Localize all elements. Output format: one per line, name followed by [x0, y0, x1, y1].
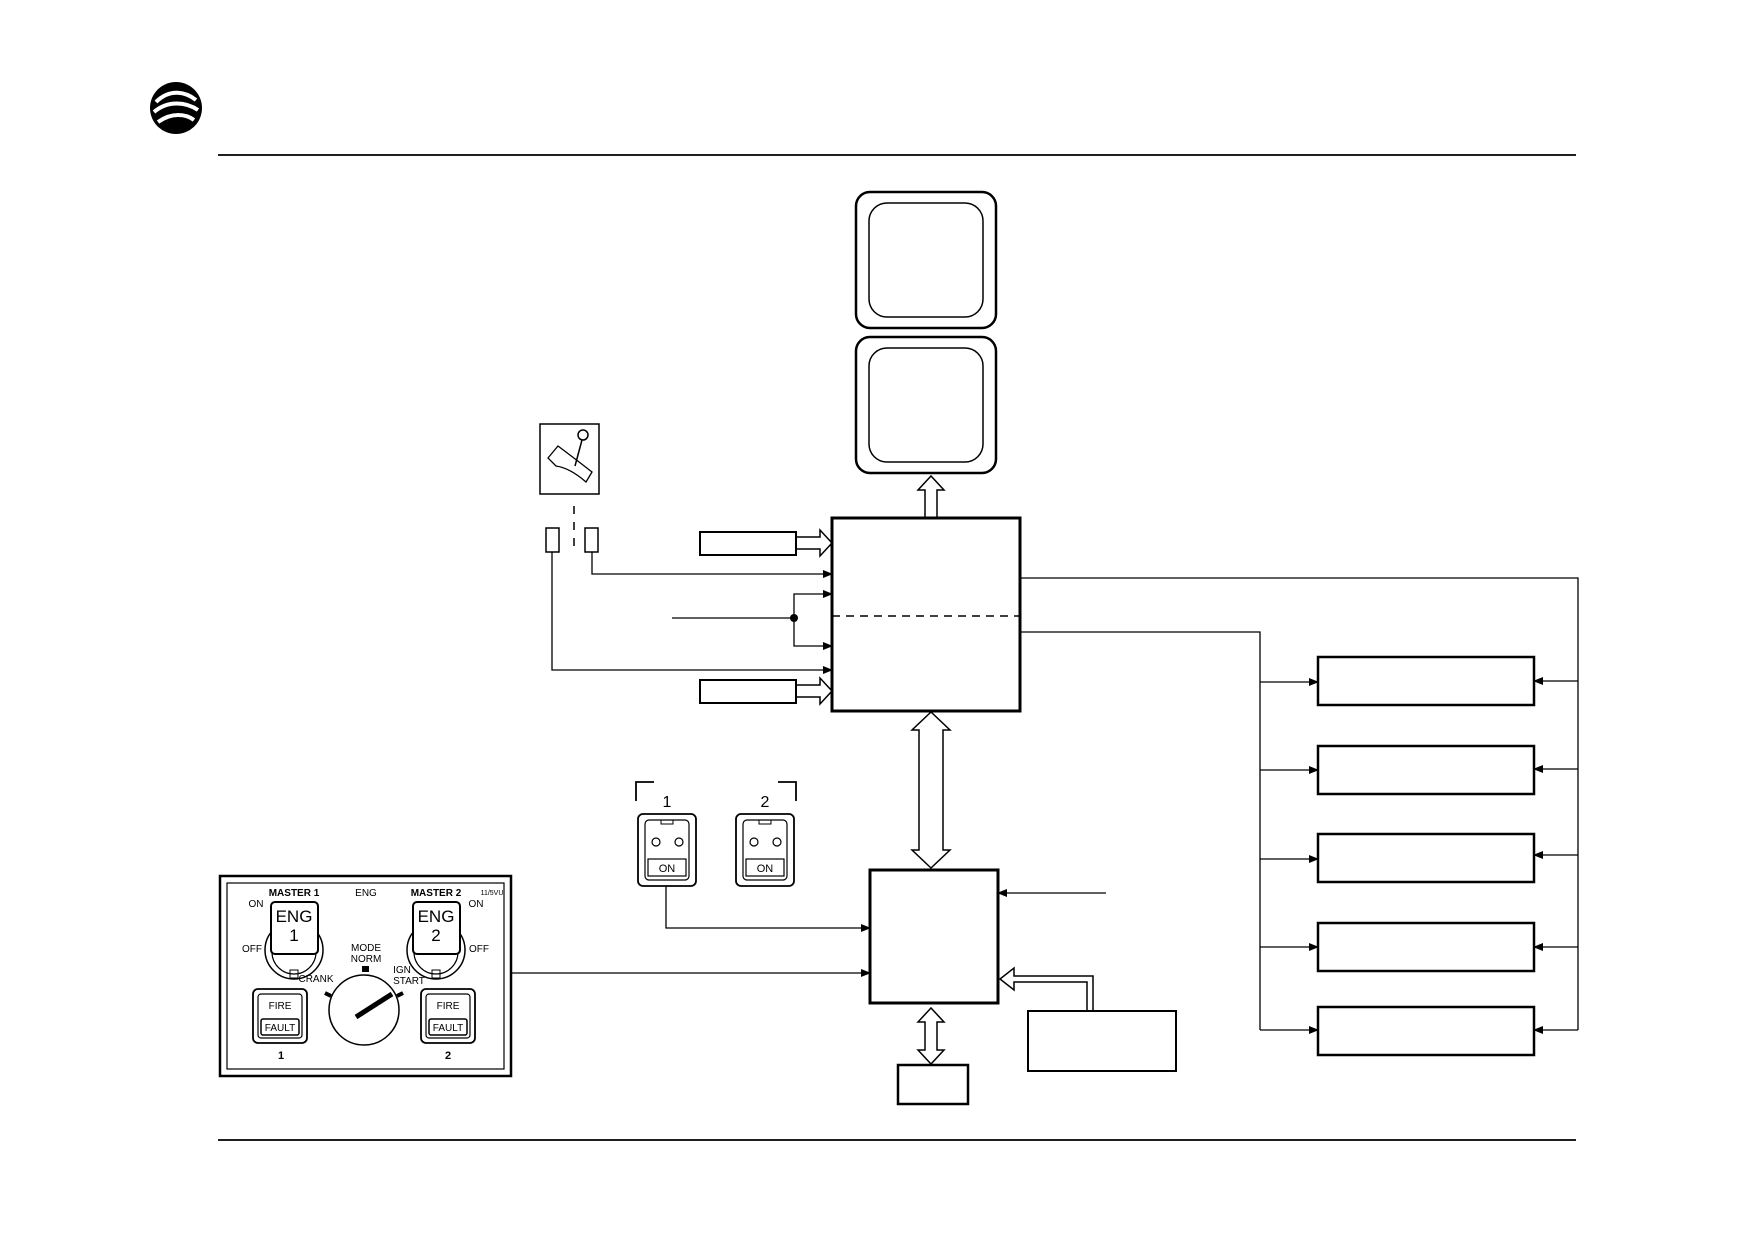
fire-fault-button-1[interactable]: FIRE FAULT [252, 988, 308, 1044]
upper-input-box [699, 531, 797, 556]
lower-display-unit [854, 335, 998, 475]
output-box-1 [1260, 655, 1578, 707]
upper-input-arrow [796, 528, 834, 558]
master-2-label: MASTER 2 [411, 888, 462, 899]
split-lower-branch [793, 618, 833, 650]
pushbutton-2-number: 2 [761, 794, 770, 811]
master-switch-2-number: 2 [431, 926, 440, 945]
output-box-5 [1260, 1005, 1578, 1057]
master-1-label: MASTER 1 [269, 888, 320, 899]
output-bus-lower [1020, 631, 1261, 1030]
right-sensor-wire [591, 552, 833, 578]
fire-1-number: 1 [278, 1050, 284, 1062]
split-upper-branch [793, 590, 833, 618]
panel-eng-title: ENG [355, 888, 377, 899]
lower-input-arrow [796, 676, 834, 706]
upper-display-unit [854, 190, 998, 330]
pushbutton-wire [665, 886, 871, 932]
small-output-box [896, 1063, 970, 1106]
master-switch-1-eng-label: ENG [276, 907, 313, 926]
company-logo [150, 82, 202, 134]
master-1-off-label: OFF [242, 944, 262, 955]
bottom-input-box [1027, 1010, 1177, 1072]
norm-label: NORM [351, 954, 382, 965]
panel-id-label: 11/5VU [481, 890, 504, 897]
lower-input-box [699, 679, 797, 704]
computer-controller-link [910, 710, 952, 870]
master-switch-2[interactable]: ENG 2 [406, 901, 466, 980]
pushbutton-1[interactable]: ON [637, 813, 697, 887]
left-sensor-wire [551, 552, 833, 674]
mode-start-tick [396, 991, 404, 998]
crank-label: CRANK [298, 974, 333, 985]
fire-2-label: FIRE [437, 1001, 460, 1012]
fire-1-label: FIRE [269, 1001, 292, 1012]
lever-sensor-right [584, 527, 599, 553]
central-computer-block [830, 516, 1022, 713]
pushbutton-2-on-label: ON [757, 863, 774, 875]
master-2-on-label: ON [469, 899, 484, 910]
start-label: START [393, 976, 425, 987]
ign-label: IGN [393, 965, 411, 976]
master-switch-1-number: 1 [289, 926, 298, 945]
lever-sensor-left [545, 527, 560, 553]
mode-crank-tick [324, 991, 332, 998]
pushbutton-1-on-label: ON [659, 863, 676, 875]
fire-2-number: 2 [445, 1050, 451, 1062]
master-switch-1[interactable]: ENG 1 [264, 901, 324, 980]
display-output-arrow [916, 474, 946, 518]
output-box-4 [1260, 921, 1578, 973]
master-1-on-label: ON [249, 899, 264, 910]
engine-control-panel: MASTER 1 ENG MASTER 2 11/5VU ENG 1 ON OF… [218, 874, 513, 1078]
master-2-off-label: OFF [469, 944, 489, 955]
output-box-2 [1260, 744, 1578, 796]
pushbutton-2[interactable]: ON [735, 813, 795, 887]
mode-norm-tick [362, 966, 369, 972]
controller-small-box-link [916, 1006, 946, 1066]
fire-fault-button-2[interactable]: FIRE FAULT [420, 988, 476, 1044]
bottom-input-arrow [998, 966, 1094, 1011]
throttle-lever-icon [539, 423, 600, 495]
pushbutton-1-number: 1 [663, 794, 672, 811]
fault-1-label: FAULT [265, 1023, 295, 1034]
output-bus-upper [1020, 577, 1579, 1030]
engine-controller-block [868, 868, 1000, 1005]
fault-2-label: FAULT [433, 1023, 463, 1034]
master-switch-2-eng-label: ENG [418, 907, 455, 926]
mode-label: MODE [351, 943, 381, 954]
mode-selector-knob[interactable] [328, 974, 400, 1046]
output-box-3 [1260, 832, 1578, 884]
pushbutton-bracket [635, 781, 797, 801]
